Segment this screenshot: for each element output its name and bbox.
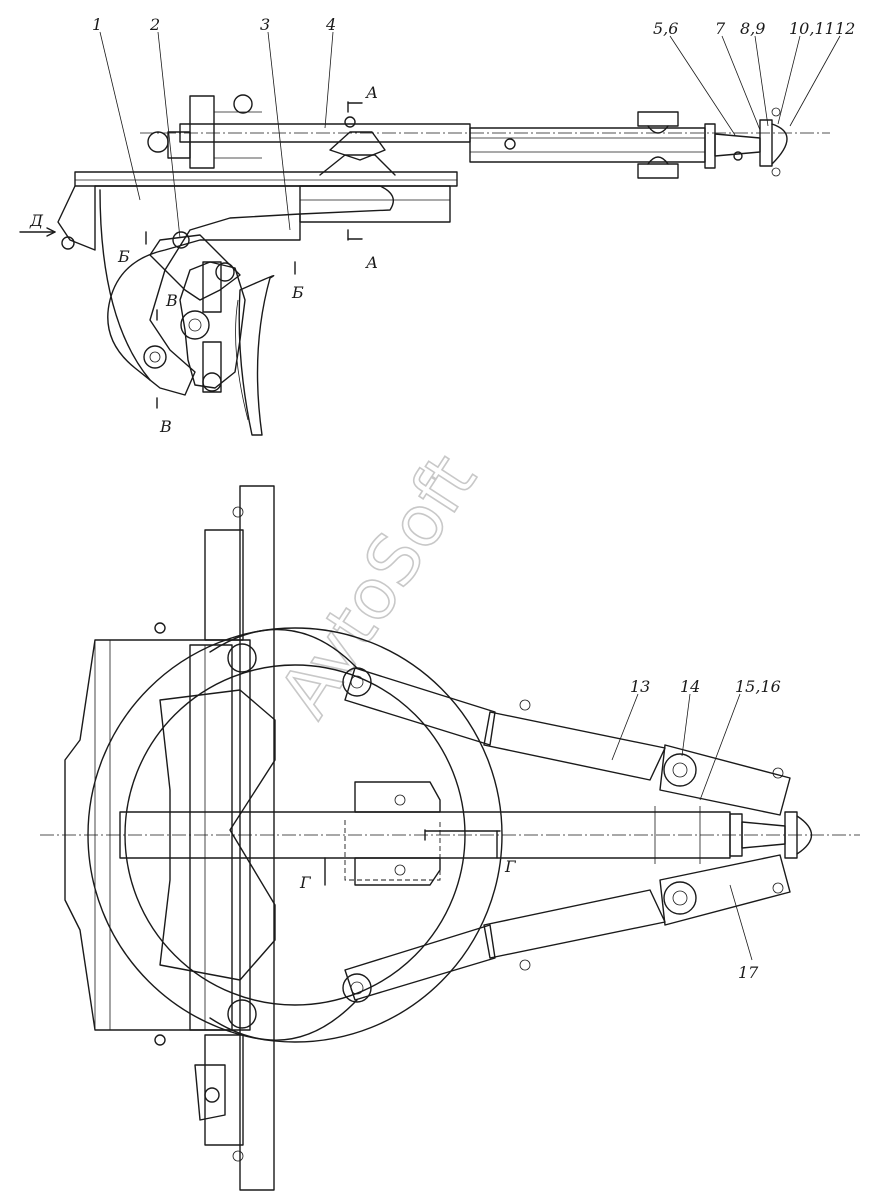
callout-5-6: 5,6: [653, 19, 678, 38]
callout-1: 1: [92, 15, 102, 34]
section-b-left: Б: [117, 247, 130, 266]
section-b-right: Б: [291, 283, 304, 302]
callout-14: 14: [680, 677, 700, 696]
section-a-bottom: А: [365, 253, 378, 272]
callout-3: 3: [260, 15, 270, 34]
section-v-bottom: В: [159, 417, 172, 436]
callout-12: 12: [835, 19, 855, 38]
callout-8-9: 8,9: [740, 19, 765, 38]
callout-7: 7: [715, 19, 726, 38]
callout-17: 17: [738, 963, 759, 982]
section-v-top: В: [165, 291, 178, 310]
section-labels: А А Б Б В В Д Г Г: [29, 83, 517, 892]
section-d: Д: [29, 211, 44, 230]
callout-4: 4: [325, 15, 336, 34]
leader-lines: [99, 31, 841, 961]
callout-10-11: 10,11: [789, 19, 835, 38]
callout-2: 2: [149, 15, 160, 34]
callout-15-16: 15,16: [735, 677, 781, 696]
plan-view: [40, 485, 860, 1191]
section-g-left: Г: [299, 873, 312, 892]
watermark: AvtoSoft: [263, 440, 492, 731]
side-view: [19, 94, 830, 436]
callout-labels: 1 2 3 4 5,6 7 8,9 10,11 12 13 14 15,16 1…: [92, 15, 855, 982]
section-a-top: А: [365, 83, 378, 102]
callout-13: 13: [630, 677, 650, 696]
section-g-right: Г: [504, 857, 517, 876]
